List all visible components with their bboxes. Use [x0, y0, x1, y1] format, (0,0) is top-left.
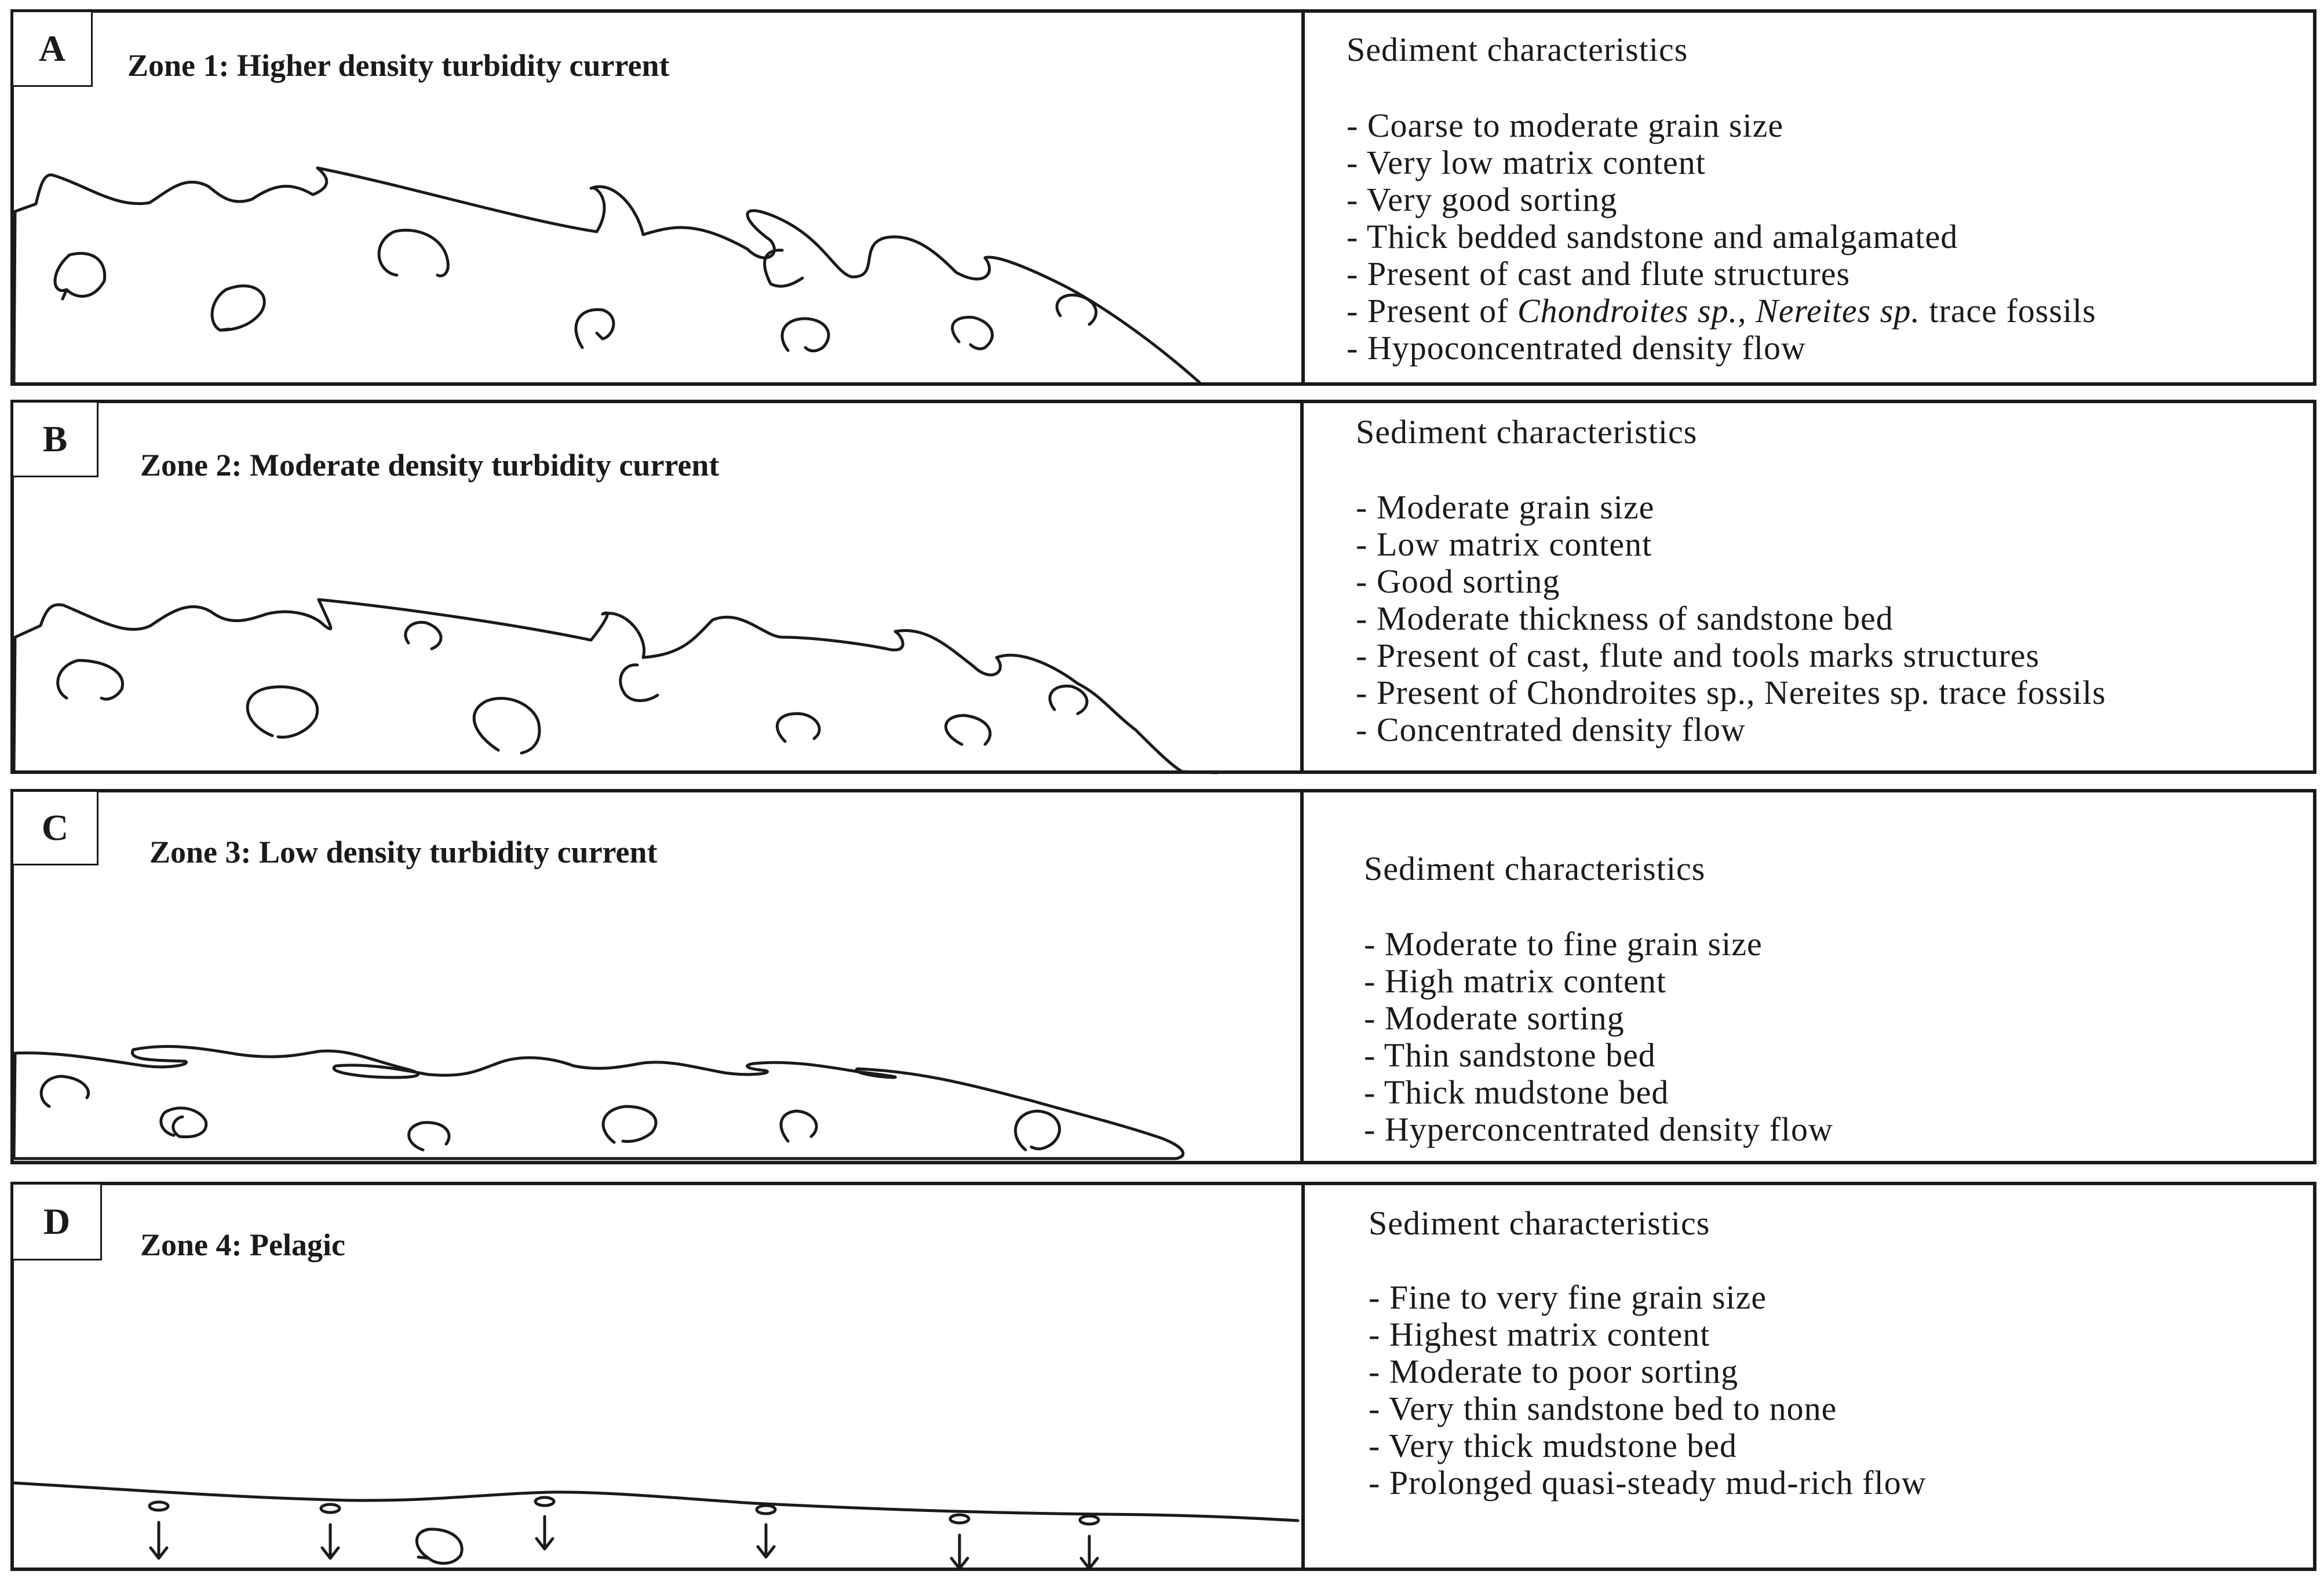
list-item: Moderate sorting	[1364, 1000, 1833, 1037]
panel-b-letter: B	[12, 401, 98, 477]
list-item: Moderate to fine grain size	[1364, 926, 1833, 963]
panel-b-current-drawing	[12, 598, 1218, 774]
eddy	[775, 712, 821, 743]
settling-particle	[755, 1504, 777, 1559]
list-item: Very thick mudstone bed	[1369, 1427, 1927, 1464]
list-item: Moderate thickness of sandstone bed	[1356, 600, 2106, 637]
eddy	[39, 1075, 90, 1108]
list-item: Thick bedded sandstone and amalgamated	[1347, 218, 2096, 255]
settling-particle	[1078, 1514, 1100, 1570]
eddy	[246, 685, 319, 739]
panel-a-characteristics: Coarse to moderate grain size Very low m…	[1347, 107, 2096, 367]
list-item: Highest matrix content	[1369, 1316, 1927, 1353]
panel-a-heading: Sediment characteristics	[1347, 31, 1688, 68]
list-item: Fine to very fine grain size	[1369, 1279, 1927, 1316]
panel-a-current-outline	[12, 166, 1201, 384]
panel-b-characteristics: Moderate grain size Low matrix content G…	[1356, 489, 2106, 748]
eddy	[404, 620, 443, 651]
list-item: Concentrated density flow	[1356, 711, 2106, 748]
list-item: Present of Chondroites sp., Nereites sp.…	[1356, 674, 2106, 711]
list-item: Low matrix content	[1356, 526, 2106, 563]
panel-d-pelagic-drawing	[12, 1481, 1300, 1570]
list-item: Thick mudstone bed	[1364, 1074, 1833, 1111]
list-item: Moderate to poor sorting	[1369, 1353, 1927, 1390]
panel-b-current-outline	[12, 598, 1218, 774]
eddy	[53, 251, 107, 301]
eddy	[574, 308, 615, 349]
list-item: Present of cast, flute and tools marks s…	[1356, 637, 2106, 674]
list-item: Hypoconcentrated density flow	[1347, 330, 2096, 367]
settling-particle	[319, 1503, 341, 1560]
eddy	[944, 714, 992, 746]
eddy	[1055, 293, 1098, 326]
panel-d-letter: D	[12, 1183, 102, 1261]
eddy	[415, 1528, 464, 1565]
panel-b-title: Zone 2: Moderate density turbidity curre…	[140, 448, 720, 483]
list-item: Coarse to moderate grain size	[1347, 107, 2096, 144]
eddy	[763, 249, 804, 288]
list-item: Very thin sandstone bed to none	[1369, 1390, 1927, 1427]
eddy	[210, 284, 266, 332]
panel-c-current-outline	[12, 1045, 1185, 1160]
fossil-suffix: trace fossils	[1920, 292, 2096, 330]
eddy	[780, 317, 830, 353]
panel-c-title: Zone 3: Low density turbidity current	[149, 835, 658, 869]
eddy	[1048, 684, 1089, 715]
eddy	[951, 316, 994, 350]
list-item: Present of Chondroites sp., Nereites sp.…	[1347, 293, 2096, 330]
list-item: Good sorting	[1356, 563, 2106, 600]
panel-b-heading: Sediment characteristics	[1356, 413, 1698, 451]
panel-a-title: Zone 1: Higher density turbidity current	[127, 48, 670, 83]
eddy	[619, 663, 659, 702]
list-item: High matrix content	[1364, 963, 1833, 1000]
panel-c-heading: Sediment characteristics	[1364, 850, 1706, 887]
settling-particle	[948, 1513, 971, 1570]
eddy	[407, 1121, 451, 1152]
panel-b-drawing-box	[10, 400, 1305, 774]
panel-a-letter: A	[12, 10, 93, 87]
panel-c-letter: C	[12, 790, 98, 865]
eddy	[159, 1106, 208, 1139]
panel-d-drawing-box	[10, 1182, 1305, 1571]
settling-particle	[148, 1500, 170, 1560]
list-item: Thin sandstone bed	[1364, 1037, 1833, 1074]
list-item: Moderate grain size	[1356, 489, 2106, 526]
eddy	[601, 1105, 658, 1144]
eddy	[1014, 1109, 1061, 1152]
panel-c-characteristics: Moderate to fine grain size High matrix …	[1364, 926, 1833, 1148]
panel-d-seafloor-line	[12, 1481, 1300, 1522]
list-item: Hyperconcentrated density flow	[1364, 1111, 1833, 1148]
panel-c-current-drawing	[12, 1045, 1185, 1160]
eddy	[472, 697, 541, 755]
panel-a-current-drawing	[12, 166, 1201, 384]
panel-d-characteristics: Fine to very fine grain size Highest mat…	[1369, 1279, 1927, 1501]
fossil-separator: ,	[1738, 292, 1756, 330]
fossil-species-1: Chondroites sp.	[1517, 292, 1738, 330]
fossil-prefix: Present of	[1367, 292, 1517, 330]
eddy	[377, 228, 450, 277]
eddy	[779, 1109, 818, 1143]
list-item: Very low matrix content	[1347, 144, 2096, 181]
panel-c-drawing-box	[10, 789, 1305, 1164]
list-item: Prolonged quasi-steady mud-rich flow	[1369, 1464, 1927, 1501]
list-item: Very good sorting	[1347, 181, 2096, 218]
panel-d-title: Zone 4: Pelagic	[140, 1227, 345, 1262]
settling-particle	[534, 1496, 556, 1551]
fossil-species-2: Nereites sp.	[1756, 292, 1920, 330]
list-item: Present of cast and flute structures	[1347, 255, 2096, 293]
panel-d-heading: Sediment characteristics	[1369, 1204, 1710, 1242]
eddy	[56, 659, 124, 701]
